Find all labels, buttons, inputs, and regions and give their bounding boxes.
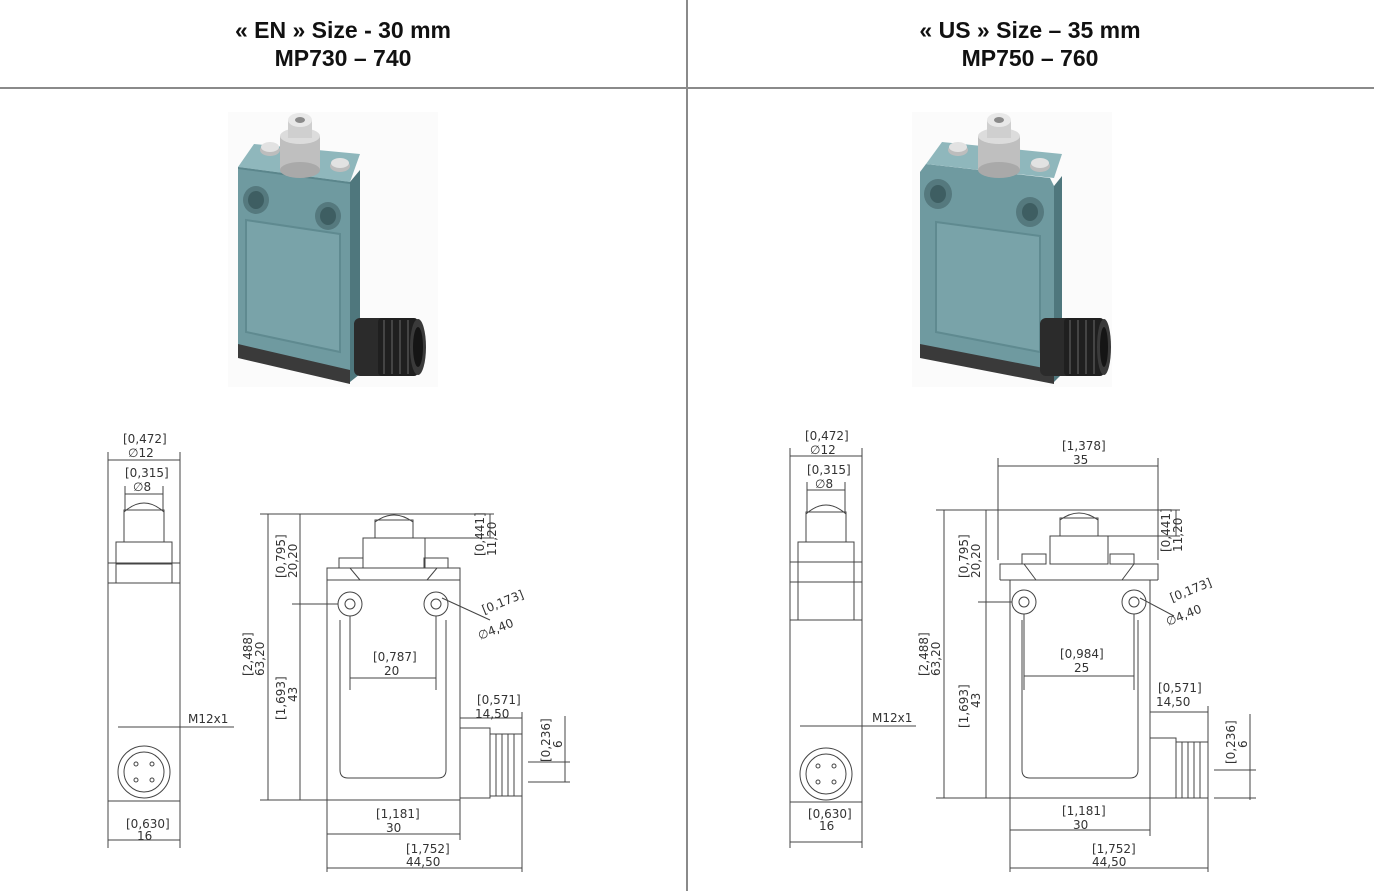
header-us-models: MP750 – 760 bbox=[961, 45, 1099, 71]
product-image-us bbox=[912, 112, 1112, 387]
us-side-w-in: [0,630] bbox=[808, 807, 852, 821]
us-total-w-mm: 44,50 bbox=[1092, 855, 1126, 869]
en-total-w-in: [1,752] bbox=[406, 842, 450, 856]
en-total-h-mm: 63,20 bbox=[253, 642, 267, 676]
en-total-h-in: [2,488] bbox=[241, 632, 255, 676]
en-hole-d-in: [0,173] bbox=[480, 587, 526, 616]
us-d-outer-in: [0,472] bbox=[805, 429, 849, 443]
en-conn-off-in: [0,236] bbox=[539, 718, 553, 762]
us-top-w-mm: 35 bbox=[1073, 453, 1088, 467]
header-us: « US » Size – 35 mm MP750 – 760 bbox=[686, 0, 1374, 88]
us-side-w-mm: 16 bbox=[819, 819, 834, 833]
us-conn-off-mm: 6 bbox=[1236, 740, 1250, 748]
us-d-inner-mm: ∅8 bbox=[815, 477, 833, 491]
en-plunger-in: [0,441] bbox=[473, 512, 487, 556]
en-d-inner-mm: ∅8 bbox=[133, 480, 151, 494]
us-body-w-in: [1,181] bbox=[1062, 804, 1106, 818]
header-en-title: « EN » Size - 30 mm bbox=[234, 17, 452, 43]
en-plunger-mm: 11,20 bbox=[485, 522, 499, 556]
us-top-w-in: [1,378] bbox=[1062, 439, 1106, 453]
en-hole-spacing-in: [0,787] bbox=[373, 650, 417, 664]
en-d-outer-in: [0,472] bbox=[123, 432, 167, 446]
product-image-en bbox=[228, 112, 438, 387]
header-en: « EN » Size - 30 mm MP730 – 740 bbox=[0, 0, 686, 88]
header-en-models: MP730 – 740 bbox=[274, 45, 412, 71]
us-hole-spacing-in: [0,984] bbox=[1060, 647, 1104, 661]
dimension-drawing-us: [0,472] ∅12 [0,315] ∅8 M12x1 [0,630] 16 … bbox=[789, 429, 1256, 872]
en-top-hole-mm: 20,20 bbox=[286, 544, 300, 578]
us-d-inner-in: [0,315] bbox=[807, 463, 851, 477]
en-conn-len-mm: 14,50 bbox=[475, 707, 509, 721]
us-lower-h-in: [1,693] bbox=[957, 684, 971, 728]
en-total-w-mm: 44,50 bbox=[406, 855, 440, 869]
us-conn-len-mm: 14,50 bbox=[1156, 695, 1190, 709]
en-conn-len-in: [0,571] bbox=[477, 693, 521, 707]
en-d-inner-in: [0,315] bbox=[125, 466, 169, 480]
header-row: « EN » Size - 30 mm MP730 – 740 « US » S… bbox=[0, 0, 1374, 88]
column-divider bbox=[686, 0, 688, 891]
us-total-h-mm: 63,20 bbox=[929, 642, 943, 676]
us-d-outer-mm: ∅12 bbox=[810, 443, 836, 457]
en-d-outer-mm: ∅12 bbox=[128, 446, 154, 460]
en-body-w-mm: 30 bbox=[386, 821, 401, 835]
us-plunger-mm: 11,20 bbox=[1171, 518, 1185, 552]
en-side-w-in: [0,630] bbox=[126, 817, 170, 831]
us-hole-spacing-mm: 25 bbox=[1074, 661, 1089, 675]
en-conn-off-mm: 6 bbox=[551, 740, 565, 748]
en-side-w-mm: 16 bbox=[137, 829, 152, 843]
dimension-drawing-en: [0,472] ∅12 [0,315] ∅8 M12x1 [0,630] 16 … bbox=[107, 432, 570, 872]
en-lower-h-mm: 43 bbox=[286, 687, 300, 702]
us-hole-d-mm: ∅4,40 bbox=[1164, 602, 1204, 629]
en-hole-spacing-mm: 20 bbox=[384, 664, 399, 678]
us-top-hole-mm: 20,20 bbox=[969, 544, 983, 578]
us-plunger-in: [0,441] bbox=[1159, 508, 1173, 552]
us-conn-len-in: [0,571] bbox=[1158, 681, 1202, 695]
header-us-title: « US » Size – 35 mm bbox=[919, 17, 1141, 43]
en-lower-h-in: [1,693] bbox=[274, 676, 288, 720]
en-thread-label: M12x1 bbox=[188, 712, 228, 726]
en-top-hole-in: [0,795] bbox=[274, 534, 288, 578]
us-lower-h-mm: 43 bbox=[969, 693, 983, 708]
us-total-h-in: [2,488] bbox=[917, 632, 931, 676]
header-divider bbox=[0, 87, 1374, 89]
us-thread-label: M12x1 bbox=[872, 711, 912, 725]
us-hole-d-in: [0,173] bbox=[1168, 575, 1214, 604]
us-total-w-in: [1,752] bbox=[1092, 842, 1136, 856]
en-body-w-in: [1,181] bbox=[376, 807, 420, 821]
us-top-hole-in: [0,795] bbox=[957, 534, 971, 578]
en-hole-d-mm: ∅4,40 bbox=[476, 616, 516, 643]
us-body-w-mm: 30 bbox=[1073, 818, 1088, 832]
us-conn-off-in: [0,236] bbox=[1224, 720, 1238, 764]
